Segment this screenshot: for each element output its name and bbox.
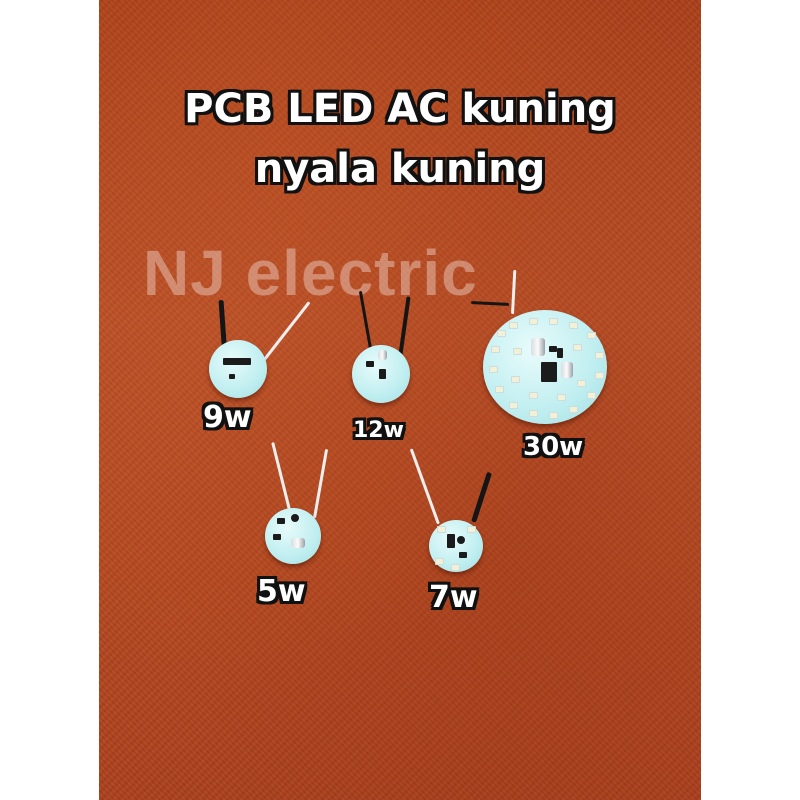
wire-white: [409, 448, 440, 525]
led: [549, 412, 558, 419]
led: [435, 558, 444, 565]
wattage-label-7w: 7w: [429, 580, 478, 615]
led: [437, 526, 446, 533]
pcb-board-5w: [265, 508, 321, 564]
wattage-label-12w: 12w: [353, 418, 404, 443]
led: [489, 366, 498, 373]
chip: [459, 552, 467, 558]
title-line-1: PCB LED AC kuning: [184, 86, 616, 132]
led: [577, 380, 586, 387]
led: [573, 344, 582, 351]
capacitor: [531, 338, 545, 356]
led: [509, 402, 518, 409]
chip: [457, 536, 465, 544]
led: [557, 394, 566, 401]
wattage-label-30w: 30w: [523, 432, 584, 462]
title-line-2: nyala kuning: [254, 146, 546, 192]
led: [511, 376, 520, 383]
chip: [273, 534, 281, 540]
led: [451, 564, 460, 571]
pcb-board-30w: [483, 310, 607, 424]
led: [549, 318, 558, 325]
led: [529, 318, 538, 325]
chip: [277, 518, 285, 524]
led: [595, 372, 604, 379]
chip: [291, 514, 299, 522]
chip: [366, 361, 374, 367]
chip: [379, 369, 386, 379]
chip: [447, 534, 455, 548]
led: [495, 386, 504, 393]
led: [467, 526, 476, 533]
led: [529, 410, 538, 417]
chip: [557, 348, 563, 358]
led: [491, 346, 500, 353]
product-photo: PCB LED AC kuning nyala kuning NJ electr…: [99, 0, 701, 800]
chip: [549, 346, 557, 352]
wire-white: [261, 301, 311, 363]
pcb-board-7w: [429, 520, 483, 572]
pcb-board-9w: [209, 340, 267, 398]
transformer: [541, 362, 557, 382]
inductor: [291, 538, 305, 548]
wattage-label-5w: 5w: [257, 574, 306, 609]
wire-white: [511, 269, 517, 315]
watermark: NJ electric: [143, 237, 478, 309]
led: [569, 322, 578, 329]
capacitor: [378, 350, 387, 360]
led: [529, 392, 538, 399]
led: [587, 332, 596, 339]
chip: [229, 374, 235, 379]
led: [513, 348, 522, 355]
wire-white: [271, 441, 293, 519]
chip: [223, 358, 251, 365]
led: [595, 352, 604, 359]
led: [587, 392, 596, 399]
led: [569, 406, 578, 413]
wire-white: [313, 448, 329, 519]
led: [497, 330, 506, 337]
wire-black: [471, 471, 492, 523]
led: [509, 322, 518, 329]
capacitor: [561, 362, 573, 378]
wattage-label-9w: 9w: [203, 400, 252, 435]
pcb-board-12w: [352, 345, 410, 403]
